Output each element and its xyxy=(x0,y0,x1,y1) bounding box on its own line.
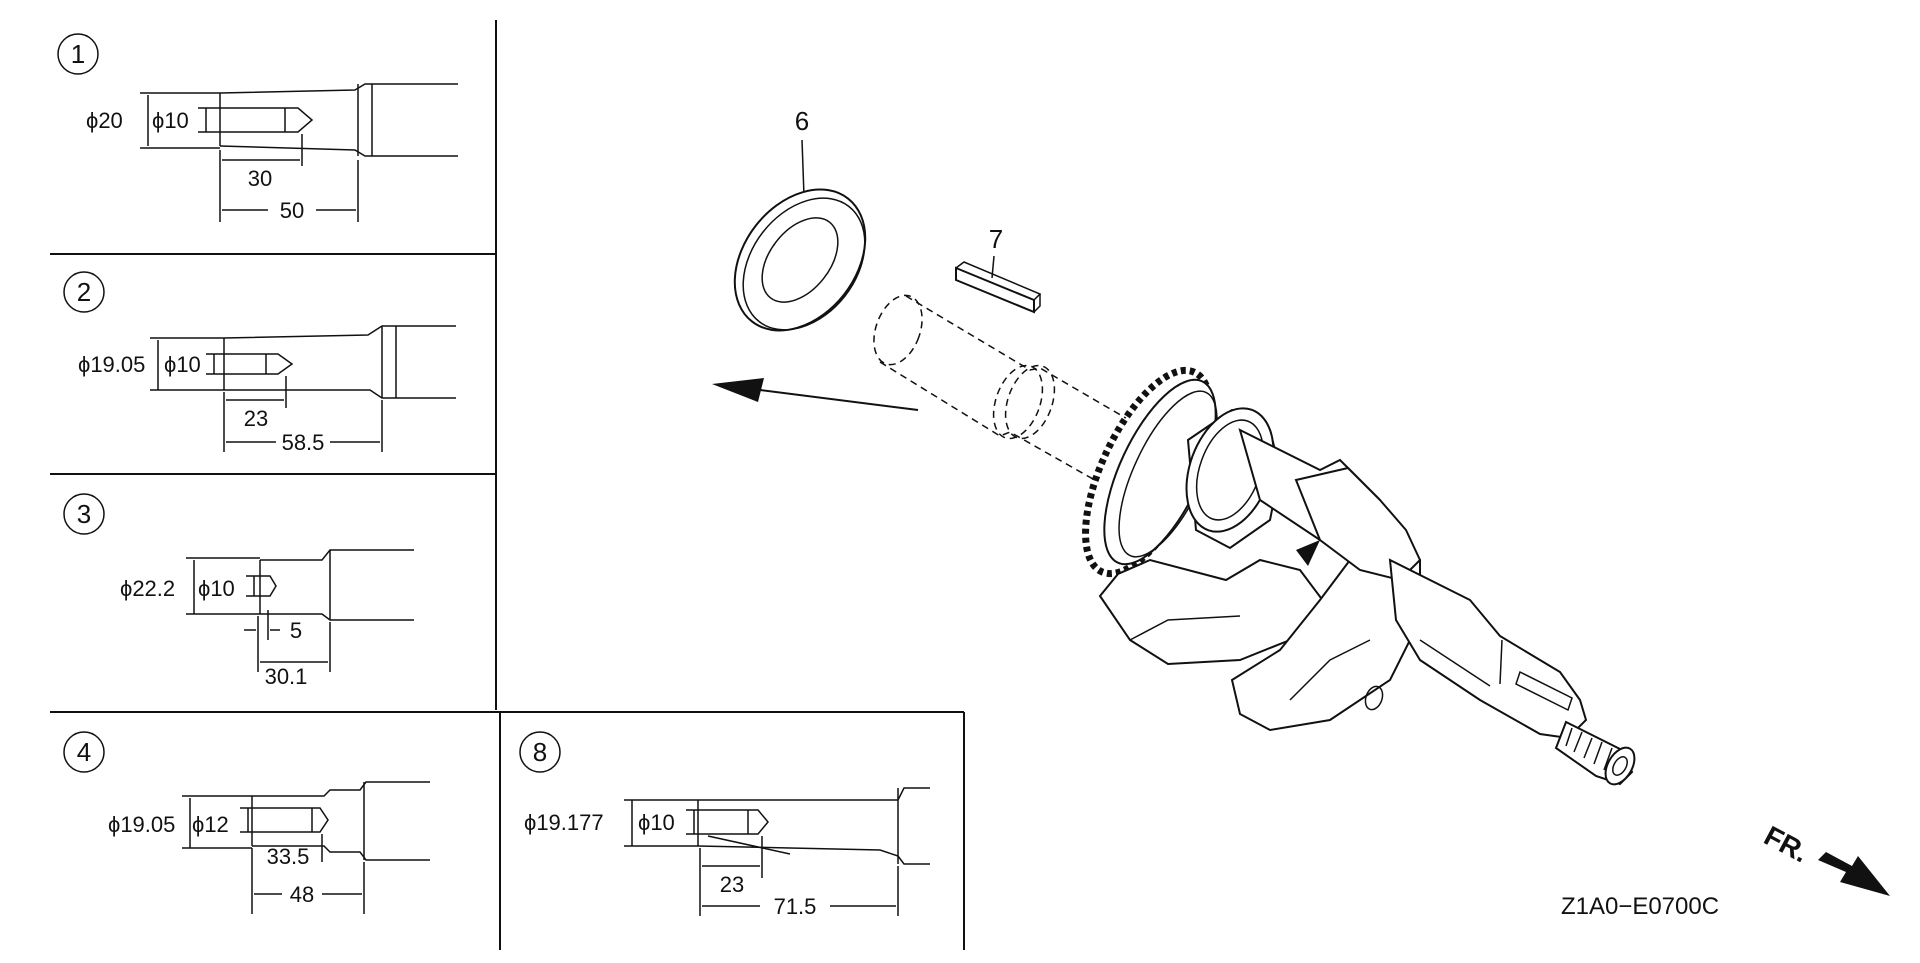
crankshaft-exploded-view: 6 7 xyxy=(712,106,1636,786)
washer-leader xyxy=(801,139,805,197)
panel-1-short-length: 30 xyxy=(248,166,272,191)
panel-8-short-length: 23 xyxy=(720,872,744,897)
diagram-code: Z1A0−E0700C xyxy=(1561,893,1719,920)
arrow-icon xyxy=(1818,852,1890,896)
key xyxy=(955,261,1042,314)
assembly-arrow xyxy=(712,378,919,411)
panel-8-number-circle xyxy=(519,731,561,773)
panel-3-outer-dia: ϕ22.2 xyxy=(120,576,175,601)
panel-8-inner-dia: ϕ10 xyxy=(638,810,675,835)
phantom-shaft xyxy=(873,294,1161,501)
panel-4-number-circle xyxy=(63,731,105,773)
washer-part-number: 6 xyxy=(795,106,809,136)
panel-3-inner-dia: ϕ10 xyxy=(198,576,235,601)
panel-4-short-length: 33.5 xyxy=(267,844,310,869)
panel-8: 8 ϕ19.177 ϕ10 23 71.5 xyxy=(519,731,930,919)
threaded-tip xyxy=(1554,720,1636,786)
panel-2-number-circle xyxy=(63,271,105,313)
panel-4-number: 4 xyxy=(77,737,91,767)
panel-3-number: 3 xyxy=(77,499,91,529)
panel-8-number: 8 xyxy=(533,737,547,767)
panel-4: 4 ϕ19.05 ϕ12 33.5 48 xyxy=(63,731,430,914)
panel-3: 3 ϕ22.2 ϕ10 5 30.1 xyxy=(63,493,414,689)
panel-4-long-length: 48 xyxy=(290,882,314,907)
panel-3-number-circle xyxy=(63,493,105,535)
panel-frame xyxy=(50,20,965,950)
panel-4-outer-dia: ϕ19.05 xyxy=(108,812,175,837)
panel-1-inner-dia: ϕ10 xyxy=(152,108,189,133)
panel-1-outer-dia: ϕ20 xyxy=(86,108,123,133)
key-part-number: 7 xyxy=(989,224,1003,254)
panel-8-long-length: 71.5 xyxy=(774,894,817,919)
panel-1-long-length: 50 xyxy=(280,198,304,223)
panel-2: 2 ϕ19.05 ϕ10 23 58.5 xyxy=(63,271,456,455)
crankshaft xyxy=(1082,366,1636,786)
panel-2-inner-dia: ϕ10 xyxy=(164,352,201,377)
panel-8-outer-dia: ϕ19.177 xyxy=(524,810,604,835)
panel-2-outer-dia: ϕ19.05 xyxy=(78,352,145,377)
washer xyxy=(733,188,867,332)
counterweight-lower xyxy=(1098,558,1332,666)
front-direction-indicator: FR. xyxy=(1759,820,1890,896)
panel-2-number: 2 xyxy=(77,277,91,307)
panel-1-number-circle xyxy=(57,33,99,75)
panel-2-short-length: 23 xyxy=(244,406,268,431)
panel-4-inner-dia: ϕ12 xyxy=(192,812,229,837)
panel-1-number: 1 xyxy=(71,39,85,69)
panel-3-short-length: 5 xyxy=(290,618,302,643)
panel-1: 1 ϕ20 ϕ10 30 50 xyxy=(57,33,458,223)
panel-3-long-length: 30.1 xyxy=(265,664,308,689)
output-shaft xyxy=(1388,558,1588,740)
front-direction-label: FR. xyxy=(1759,820,1813,869)
panel-2-long-length: 58.5 xyxy=(282,430,325,455)
